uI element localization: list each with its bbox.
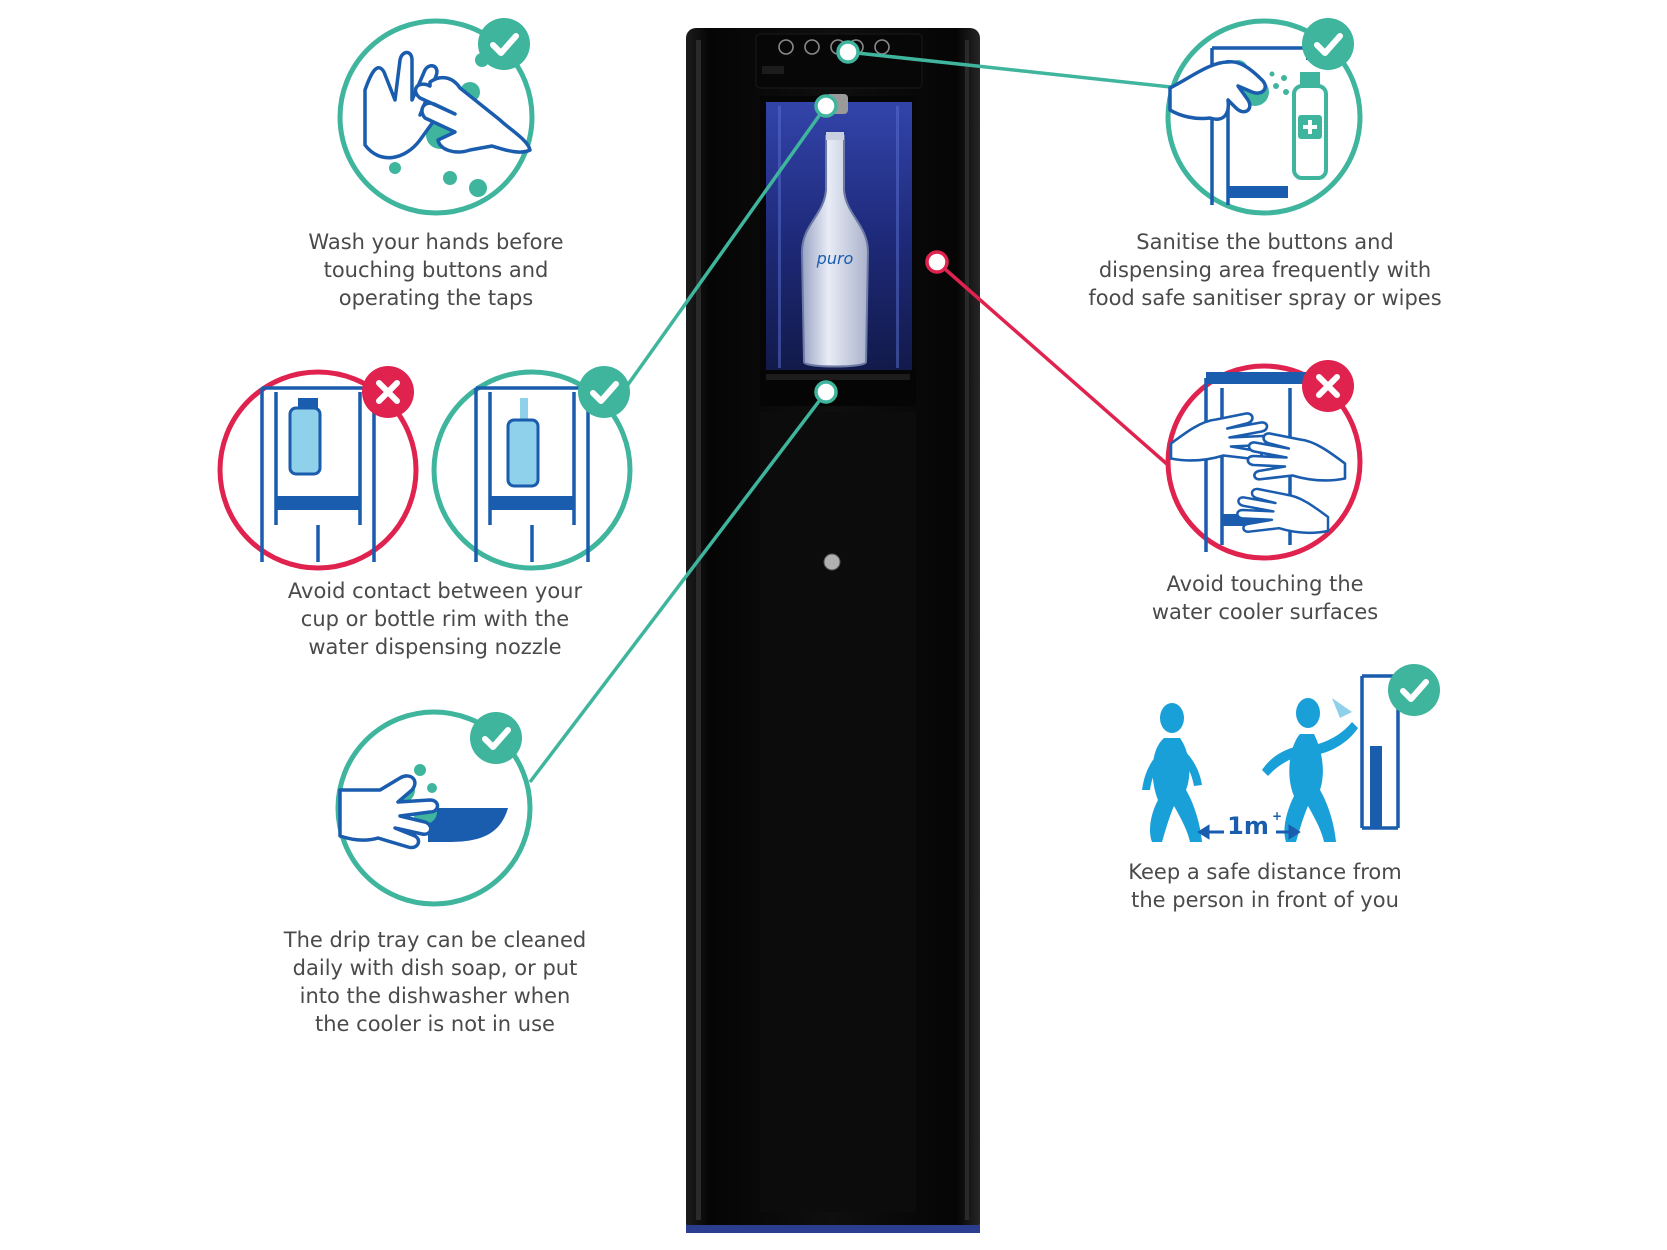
bottle-nozzle-wrong-icon xyxy=(217,366,419,571)
sanitise-caption: Sanitise the buttons and dispensing area… xyxy=(1088,230,1442,310)
distance-superscript: + xyxy=(1272,809,1282,823)
clean-drip-tray-icon xyxy=(335,712,533,907)
wash-hands-caption: Wash your hands before touching buttons … xyxy=(308,230,564,310)
distance-label: 1m xyxy=(1227,812,1269,840)
bottle-label: puro xyxy=(816,249,854,268)
drip-tray-caption: The drip tray can be cleaned daily with … xyxy=(283,928,587,1036)
connector-lines xyxy=(528,50,1181,784)
distance-caption: Keep a safe distance from the person in … xyxy=(1128,860,1402,912)
sanitiser-spray-icon xyxy=(1165,18,1363,216)
wash-hands-icon xyxy=(337,18,535,216)
water-cooler-illustration: puro xyxy=(686,28,980,1233)
social-distance-icon: 1m + xyxy=(1142,664,1440,842)
connector-dots xyxy=(814,40,949,404)
avoid-surfaces-caption: Avoid touching the water cooler surfaces xyxy=(1151,572,1379,624)
bottle-nozzle-right-icon xyxy=(431,366,630,571)
hands-touching-cooler-icon xyxy=(1165,360,1363,561)
glass-bottle: puro xyxy=(800,132,870,368)
avoid-rim-contact-caption: Avoid contact between your cup or bottle… xyxy=(287,579,583,659)
